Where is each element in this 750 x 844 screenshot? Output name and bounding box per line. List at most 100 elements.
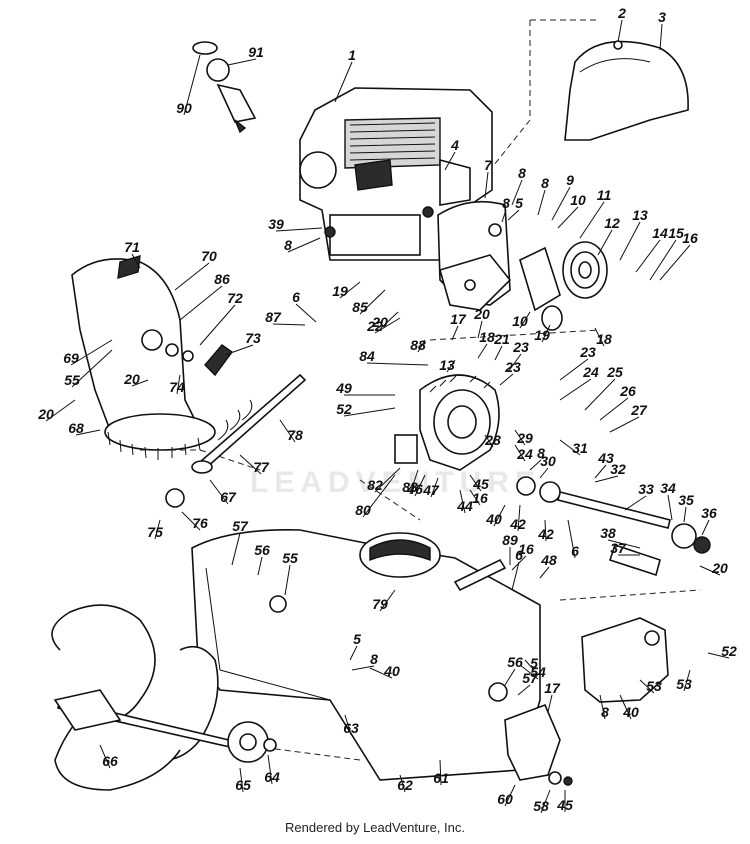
callout-leader-line <box>683 506 687 523</box>
callout-leader-line <box>446 359 456 373</box>
callout: 5 <box>349 631 361 661</box>
callout-leader-line <box>176 374 181 395</box>
callout-leader-line <box>154 519 161 540</box>
callout-leader-line <box>659 23 663 51</box>
callout-number: 16 <box>682 230 698 246</box>
callout: 11 <box>579 187 611 239</box>
callout-number: 13 <box>439 357 455 373</box>
callout-leader-line <box>494 345 503 361</box>
callout-number: 23 <box>579 344 596 360</box>
callout-leader-line <box>451 325 459 341</box>
callout: 23 <box>507 339 529 373</box>
callout: 15 <box>649 225 684 281</box>
callout-leader-line <box>409 469 419 495</box>
callout-leader-line <box>539 467 549 479</box>
discharge-chute-illustration <box>71 255 233 460</box>
callout-number: 40 <box>485 511 502 527</box>
callout-leader-line <box>351 665 375 671</box>
callout: 10 <box>557 192 586 229</box>
callout-number: 75 <box>147 524 163 540</box>
callout-number: 10 <box>512 313 528 329</box>
callout-number: 45 <box>472 476 489 492</box>
callout: 6 <box>292 289 317 323</box>
callout-leader-line <box>683 669 691 692</box>
callout-leader-line <box>71 349 113 388</box>
callout-leader-line <box>334 61 353 103</box>
callout-leader-line <box>624 495 647 511</box>
callout: 71 <box>124 239 141 269</box>
callout: 38 <box>600 525 641 549</box>
callout-number: 19 <box>534 327 550 343</box>
gearbox-illustration <box>394 374 500 471</box>
callout-leader-line <box>541 324 551 343</box>
callout: 74 <box>169 374 185 395</box>
callout-leader-line <box>539 566 550 579</box>
callout: 8 <box>351 651 378 671</box>
callout-number: 8 <box>601 704 609 720</box>
callout-leader-line <box>477 343 488 359</box>
belt-cover-illustration <box>564 40 689 141</box>
callout: 33 <box>624 481 654 511</box>
callout-number: 88 <box>410 337 426 353</box>
callout-number: 12 <box>604 215 620 231</box>
callout-leader-line <box>359 289 386 315</box>
callout-number: 65 <box>235 777 251 793</box>
callout-number: 73 <box>245 330 261 346</box>
callout: 8 <box>599 694 609 720</box>
callout-number: 8 <box>502 195 510 211</box>
callout-leader-line <box>619 694 632 720</box>
callout: 19 <box>534 324 551 343</box>
callout: 6 <box>567 519 579 559</box>
callout: 42 <box>537 519 554 542</box>
callout-leader-line <box>599 397 629 421</box>
callout-leader-line <box>579 201 605 239</box>
callout-number: 20 <box>37 406 54 422</box>
callout: 57 <box>517 670 539 696</box>
callout-number: 34 <box>660 480 676 496</box>
callout: 53 <box>639 678 662 694</box>
callout-leader-line <box>484 171 489 199</box>
callout: 43 <box>594 450 614 479</box>
callout: 4 <box>444 137 459 171</box>
callout-leader-line <box>75 429 101 436</box>
callout: 62 <box>397 774 413 793</box>
callout-number: 49 <box>335 380 352 396</box>
callout-number: 18 <box>596 331 612 347</box>
callout: 30 <box>539 453 556 479</box>
callout-number: 43 <box>597 450 614 466</box>
callout-leader-line <box>507 209 520 221</box>
callout-leader-line <box>374 467 401 493</box>
callout-leader-line <box>511 179 523 206</box>
callout: 8 <box>511 165 526 206</box>
mounting-plate-illustration <box>437 200 512 311</box>
callout-number: 32 <box>610 461 626 477</box>
callout-number: 4 <box>450 137 459 153</box>
callout: 91 <box>227 44 264 66</box>
callout-number: 80 <box>355 502 371 518</box>
callout-number: 33 <box>638 481 654 497</box>
callout-number: 30 <box>540 453 556 469</box>
callout-number: 20 <box>123 371 140 387</box>
callout: 70 <box>174 248 217 291</box>
callout: 67 <box>209 479 237 505</box>
callout-number: 5 <box>515 195 523 211</box>
callout-leader-line <box>551 186 571 221</box>
callout: 27 <box>609 402 648 433</box>
callout-number: 16 <box>518 541 534 557</box>
callout-leader-line <box>257 556 263 576</box>
callout-number: 70 <box>201 248 217 264</box>
callout: 55 <box>64 349 113 388</box>
callout: 16 <box>469 489 488 506</box>
callout: 18 <box>594 327 612 347</box>
callout-number: 3 <box>658 9 666 25</box>
callout: 17 <box>544 680 561 713</box>
callout-leader-line <box>239 767 244 793</box>
callout-number: 17 <box>544 680 561 696</box>
housing-illustration <box>191 529 541 781</box>
callout-leader-line <box>519 311 531 329</box>
callout-number: 21 <box>493 331 510 347</box>
callout: 53 <box>676 669 692 692</box>
callout: 61 <box>433 759 449 786</box>
callout-leader-line <box>594 464 607 479</box>
